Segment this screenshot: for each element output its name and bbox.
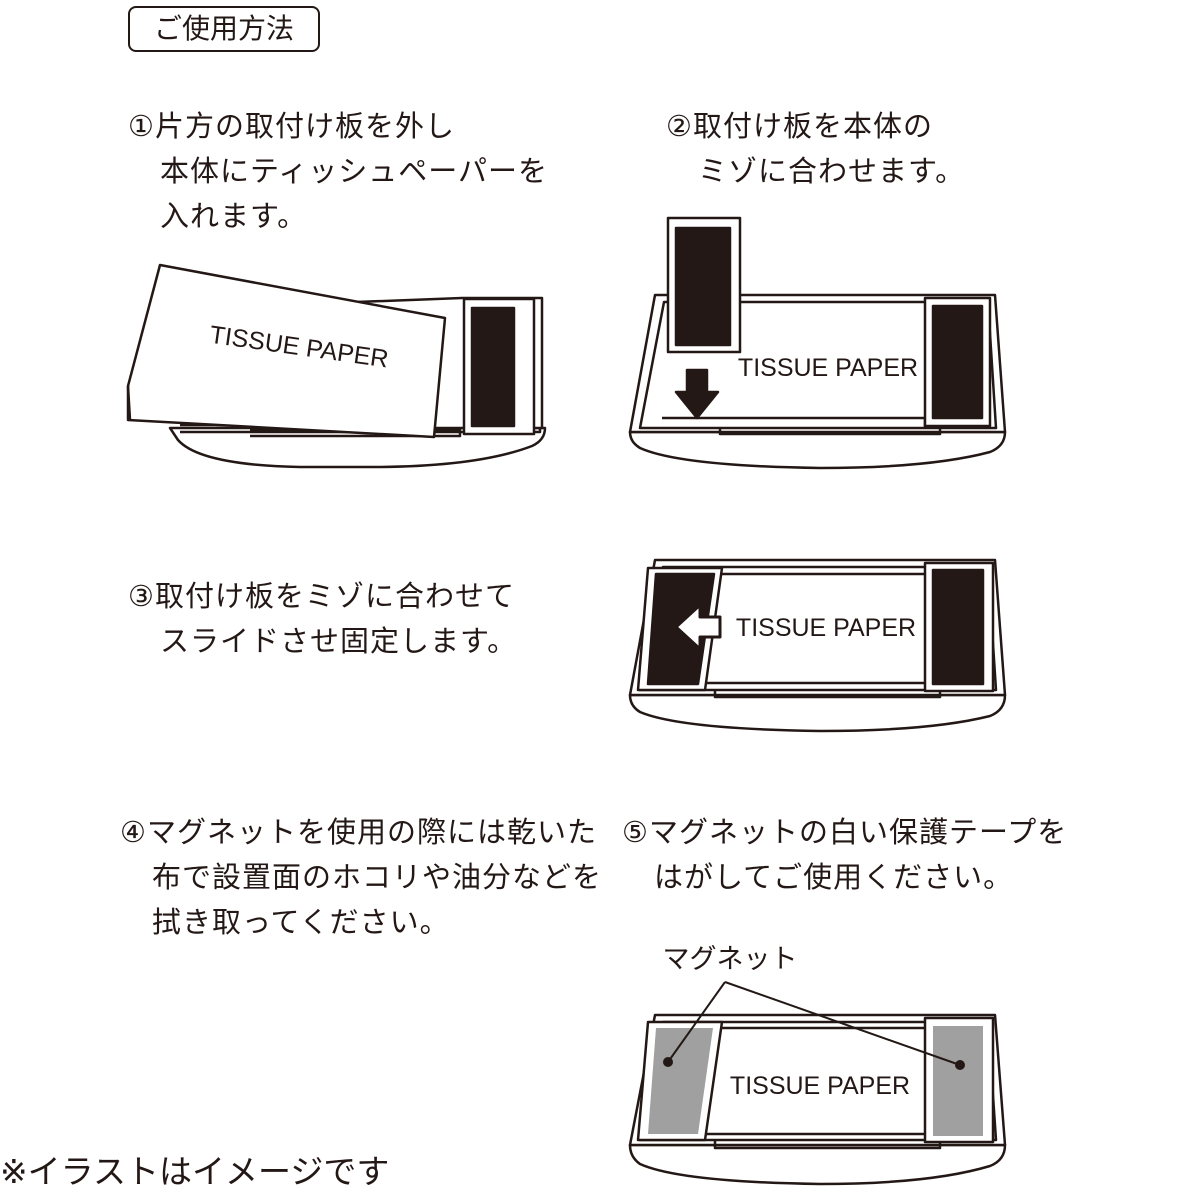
- step-4-text: ④マグネットを使用の際には乾いた 布で設置面のホコリや油分などを 拭き取ってくだ…: [120, 810, 602, 945]
- illustration-step-3: TISSUE PAPER: [628, 558, 1007, 733]
- step-4-line: ④マグネットを使用の際には乾いた: [120, 815, 597, 849]
- step-1-line: 本体にティッシュペーパーを: [160, 154, 548, 188]
- magnet-left: [648, 1028, 713, 1134]
- mounting-plate-right: [931, 568, 985, 686]
- mounting-plate-right: [931, 304, 984, 420]
- tissue-paper-label: TISSUE PAPER: [736, 614, 916, 642]
- illustration-step-1: TISSUE PAPER: [126, 263, 547, 469]
- step-1-line: ①片方の取付け板を外し: [128, 109, 455, 143]
- magnet-right: [933, 1026, 983, 1136]
- step-3-text: ③取付け板をミゾに合わせて スライドさせ固定します。: [128, 574, 517, 664]
- step-5-text: ⑤マグネットの白い保護テープを はがしてご使用ください。: [622, 810, 1067, 900]
- tissue-paper-pack: [126, 263, 447, 439]
- illustration-step-5: マグネット TISSUE PAPER: [628, 944, 1007, 1186]
- step-2-line: ミゾに合わせます。: [698, 154, 966, 188]
- footnote: ※イラストはイメージです: [0, 1152, 390, 1191]
- step-1-text: ①片方の取付け板を外し 本体にティッシュペーパーを 入れます。: [128, 104, 548, 239]
- step-5-line: ⑤マグネットの白い保護テープを: [622, 815, 1068, 849]
- step-3-line: スライドさせ固定します。: [160, 624, 518, 658]
- step-3-line: ③取付け板をミゾに合わせて: [128, 579, 515, 613]
- tissue-paper-label: TISSUE PAPER: [738, 354, 918, 382]
- mounting-plate-right: [470, 306, 516, 428]
- step-4-line: 布で設置面のホコリや油分などを: [152, 860, 603, 894]
- usage-heading: ご使用方法: [128, 6, 320, 52]
- illustration-step-2: TISSUE PAPER: [628, 216, 1007, 470]
- step-5-line: はがしてご使用ください。: [654, 860, 1014, 894]
- arrow-left-icon: [674, 603, 722, 651]
- arrow-down-icon: [674, 368, 720, 420]
- step-1-line: 入れます。: [160, 199, 308, 233]
- step-4-line: 拭き取ってください。: [152, 905, 450, 939]
- step-2-text: ②取付け板を本体の ミゾに合わせます。: [666, 104, 965, 194]
- step-2-line: ②取付け板を本体の: [666, 109, 933, 143]
- magnet-callout-label: マグネット: [663, 944, 798, 975]
- tissue-paper-label: TISSUE PAPER: [730, 1072, 910, 1100]
